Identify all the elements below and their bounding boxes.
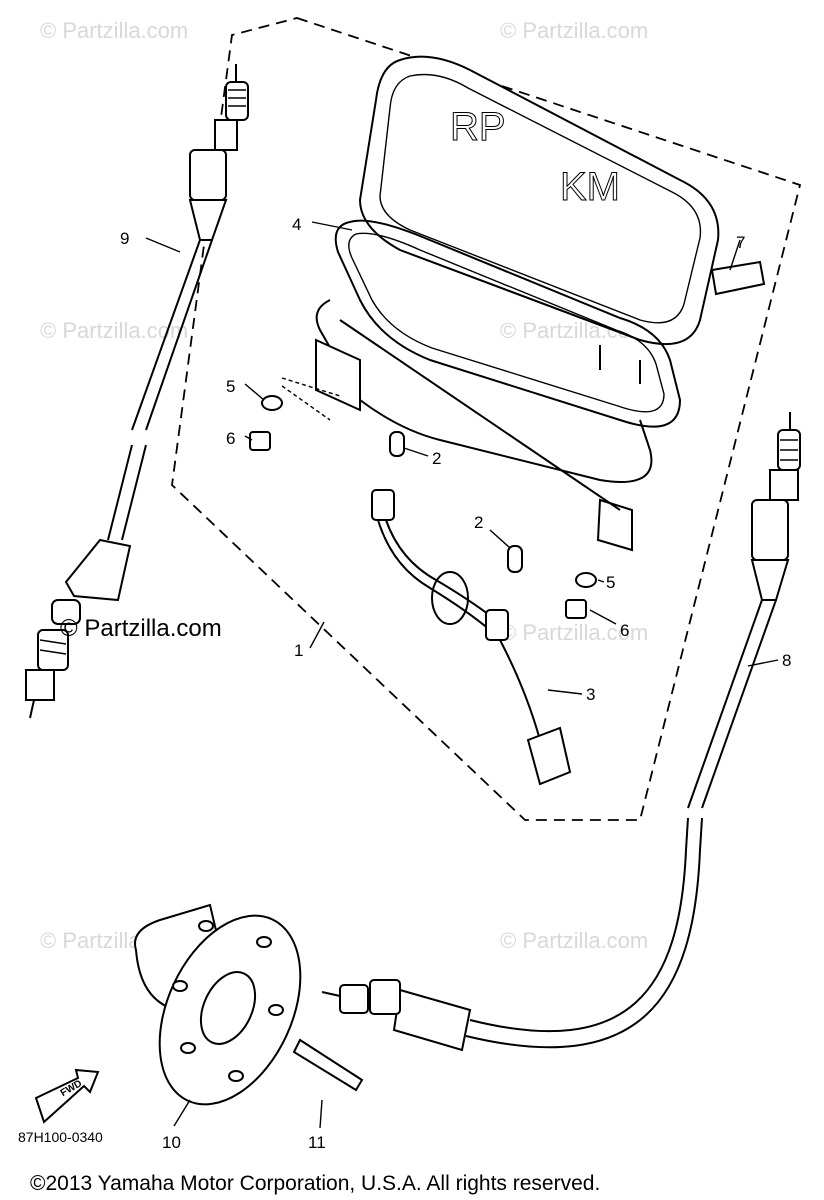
washer-right bbox=[575, 572, 597, 588]
bulb-upper bbox=[389, 431, 405, 457]
gear-pin bbox=[292, 1038, 364, 1092]
callout-2-upper: 2 bbox=[432, 449, 441, 468]
callout-6-left: 6 bbox=[226, 429, 235, 448]
meter-bracket bbox=[315, 299, 653, 552]
meter-housing: RP KM bbox=[358, 55, 766, 384]
watermark-main: © Partzilla.com bbox=[60, 615, 222, 642]
callout-6-right: 6 bbox=[620, 621, 629, 640]
callout-5-left: 5 bbox=[226, 377, 235, 396]
callout-10: 10 bbox=[162, 1133, 181, 1152]
leader-lines bbox=[145, 221, 779, 1129]
bulb-lower bbox=[507, 545, 523, 573]
washer-leader-left bbox=[281, 377, 341, 421]
washer-left bbox=[261, 395, 283, 411]
callout-9: 9 bbox=[120, 229, 129, 248]
callout-4: 4 bbox=[292, 215, 301, 234]
speedometer-cable-right bbox=[321, 412, 801, 1052]
gasket bbox=[334, 219, 682, 428]
callout-5-right: 5 bbox=[606, 573, 615, 592]
copyright-text: ©2013 Yamaha Motor Corporation, U.S.A. A… bbox=[30, 1172, 600, 1195]
callout-11: 11 bbox=[308, 1133, 326, 1152]
callout-8: 8 bbox=[782, 651, 791, 670]
callout-2-lower: 2 bbox=[474, 513, 483, 532]
diagram-code: 87H100-0340 bbox=[18, 1129, 103, 1145]
meter-dial-graphic: RP bbox=[450, 105, 506, 149]
gasket-inner bbox=[348, 232, 665, 413]
watermark-7: © Partzilla.com bbox=[500, 928, 648, 953]
watermark-3: © Partzilla.com bbox=[40, 318, 188, 343]
speedometer-gear-unit bbox=[134, 903, 302, 1106]
callouts: 4 7 9 5 6 2 2 5 6 1 3 8 10 11 bbox=[120, 215, 791, 1152]
callout-1: 1 bbox=[294, 641, 303, 660]
callout-3: 3 bbox=[586, 685, 595, 704]
wiring-harness bbox=[371, 489, 572, 786]
nut-right bbox=[565, 599, 587, 619]
speedometer-cable-left bbox=[25, 64, 249, 719]
nut-left bbox=[249, 431, 271, 451]
watermark-1: © Partzilla.com bbox=[40, 18, 188, 43]
assembly-boundary bbox=[171, 17, 802, 821]
watermark-2: © Partzilla.com bbox=[500, 18, 648, 43]
watermark-5: © Partzilla.com bbox=[500, 620, 648, 645]
meter-dial-graphic-2: KM bbox=[560, 165, 620, 209]
fwd-arrow-icon: FWD bbox=[34, 1068, 100, 1124]
callout-7: 7 bbox=[736, 233, 745, 252]
